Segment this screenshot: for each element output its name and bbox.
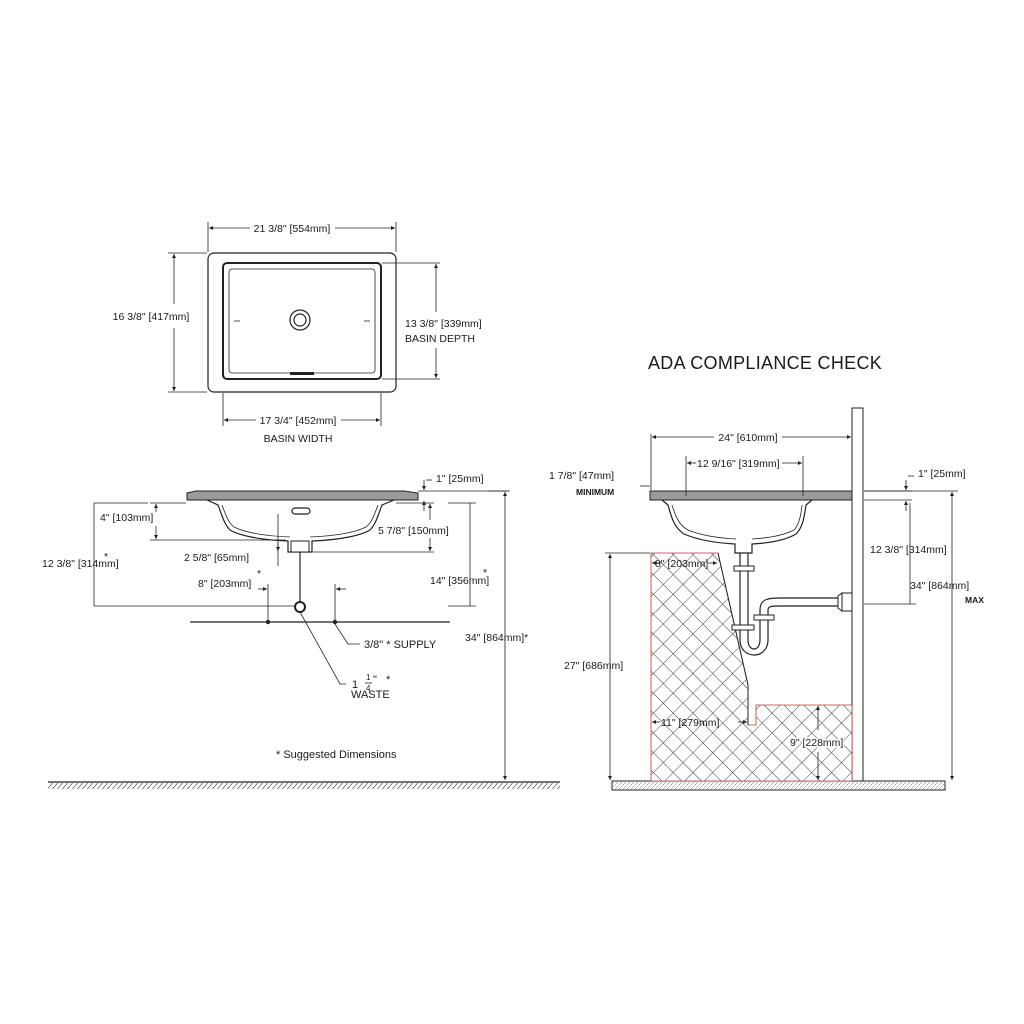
ada-p-trap xyxy=(731,553,853,656)
side-rim-to-supply: 14" [356mm] xyxy=(430,575,489,587)
basin-depth-value: 13 3/8" [339mm] xyxy=(405,318,482,330)
ada-title: ADA COMPLIANCE CHECK xyxy=(648,353,882,373)
ada-bowl xyxy=(661,499,813,554)
ada-knee-height: 27" [686mm] xyxy=(564,660,623,672)
top-view: 21 3/8" [554mm] 16 3/8" [417mm] 13 3/8" … xyxy=(113,222,482,445)
basin-width-value: 17 3/4" [452mm] xyxy=(260,415,337,427)
ada-counter-depth: 24" [610mm] xyxy=(718,432,777,444)
side-waste-label: WASTE xyxy=(351,689,390,701)
side-supply-label: 3/8" * SUPPLY xyxy=(364,639,437,651)
side-waste-whole: 1 xyxy=(352,679,358,691)
side-supply-spacing: 8" [203mm] xyxy=(198,578,251,590)
top-view-basin-inner xyxy=(228,268,376,374)
ada-basin-width: 12 9/16" [319mm] xyxy=(697,458,780,470)
side-waste-star: * xyxy=(386,674,391,686)
ada-minimum-label: MINIMUM xyxy=(576,487,614,497)
side-waste-num: 1 xyxy=(366,673,371,682)
side-countertop xyxy=(186,490,419,501)
waste-outlet-icon xyxy=(294,601,306,613)
drain-icon xyxy=(289,309,311,331)
ada-countertop xyxy=(649,490,853,501)
side-view: 1" [25mm] 4" [103mm] 5 7/8" [150mm] 2 5/… xyxy=(42,473,560,789)
side-waste-den: 4 xyxy=(366,684,371,693)
side-supply-spacing-star: * xyxy=(257,568,261,580)
side-rim-to-drain: 12 3/8" [314mm] xyxy=(42,558,119,570)
side-drain-height: 2 5/8" [65mm] xyxy=(184,552,249,564)
ada-max-label: MAX xyxy=(965,595,984,605)
ada-rim-to-drain: 12 3/8" [314mm] xyxy=(870,544,947,556)
ada-toe-depth: 11" [279mm] xyxy=(661,717,719,729)
overall-width-label: 21 3/8" [554mm] xyxy=(254,223,331,235)
ada-deck-thickness: 1" [25mm] xyxy=(918,468,966,480)
side-rim-to-supply-star: * xyxy=(483,567,487,579)
basin-width-label: BASIN WIDTH xyxy=(264,433,333,445)
overall-depth-label: 16 3/8" [417mm] xyxy=(113,311,190,323)
ada-front-offset: 1 7/8" [47mm] xyxy=(549,470,614,482)
side-bowl-depth: 4" [103mm] xyxy=(100,512,153,524)
side-inner-depth: 5 7/8" [150mm] xyxy=(378,525,449,537)
ada-knee-depth: 8" [203mm] xyxy=(655,558,708,570)
basin-depth-label: BASIN DEPTH xyxy=(405,333,475,345)
ada-toe-height: 9" [228mm] xyxy=(790,737,843,749)
side-deck-thickness: 1" [25mm] xyxy=(436,473,484,485)
ada-view: ADA COMPLIANCE CHECK xyxy=(549,353,984,791)
side-counter-height: 34" [864mm]* xyxy=(465,632,528,644)
suggested-dimensions-note: * Suggested Dimensions xyxy=(276,749,397,761)
ada-counter-height: 34" [864mm] xyxy=(910,580,969,592)
ada-wall xyxy=(851,407,864,782)
top-view-basin-outer xyxy=(222,262,382,380)
side-rim-to-drain-star: * xyxy=(104,551,108,563)
top-view-deck-outline xyxy=(207,252,397,393)
side-waste-inch: " xyxy=(373,674,377,686)
